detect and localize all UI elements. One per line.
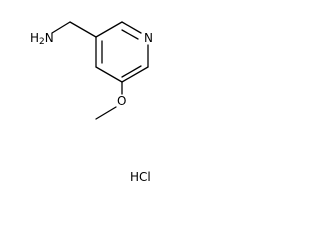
amine-label: H2N (30, 31, 54, 47)
ether-oxygen-label: O (117, 94, 126, 108)
bond-c3-c2 (95, 21, 123, 38)
bond-c2-n1-inner (121, 29, 139, 40)
pyridine-ring (95, 21, 149, 83)
bond-o-ch3 (95, 106, 117, 120)
bond-c5-c4 (95, 66, 123, 83)
substituent-bonds (51, 21, 123, 120)
ring-nitrogen-label: N (144, 31, 153, 45)
chemical-structure: H2N N O HCl (30, 21, 153, 184)
bond-c2-n1 (121, 21, 142, 34)
bond-c6-c5-inner (121, 65, 142, 78)
salt-label: HCl (130, 170, 151, 184)
bond-c6-c5 (121, 66, 149, 83)
bond-ch2-n (51, 21, 71, 34)
bond-c3-ch2 (69, 21, 97, 38)
